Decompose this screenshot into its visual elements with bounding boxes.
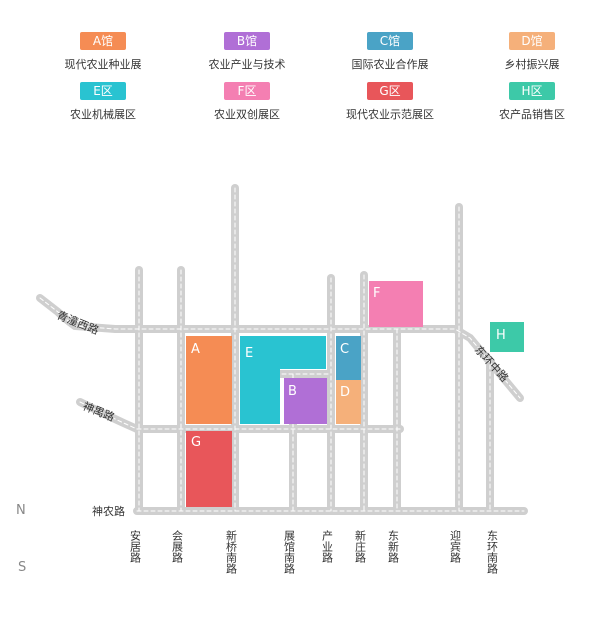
road-label-shenyu: 神禺路 xyxy=(81,399,117,424)
legend-badge-a: A馆 xyxy=(80,32,126,50)
legend-badge-f: F区 xyxy=(224,82,270,100)
legend-text-e: 农业机械展区 xyxy=(70,108,136,121)
road-label-shennong: 神农路 xyxy=(92,504,125,518)
legend-text-f: 农业双创展区 xyxy=(214,108,280,121)
zone-f[interactable]: F xyxy=(369,281,423,327)
zone-g-label: G xyxy=(191,435,201,450)
zone-d[interactable]: D xyxy=(336,380,361,424)
zone-e[interactable]: E xyxy=(240,336,326,424)
legend-badge-g: G区 xyxy=(367,82,413,100)
road-label-xinzhuang: 新庄路 xyxy=(354,529,367,564)
zone-c[interactable]: C xyxy=(336,336,361,380)
legend-item-g: G区 现代农业示范展区 xyxy=(330,80,450,122)
zone-b[interactable]: B xyxy=(284,378,327,424)
legend-text-a: 现代农业种业展 xyxy=(64,58,142,71)
legend-badge-c: C馆 xyxy=(367,32,413,50)
road-label-xinqiao-south: 新桥南路 xyxy=(225,529,238,575)
legend-text-g: 现代农业示范展区 xyxy=(346,108,434,121)
legend-text-c: 国际农业合作展 xyxy=(351,58,429,71)
zone-f-label: F xyxy=(373,286,380,301)
legend-text-h: 农产品销售区 xyxy=(499,108,565,121)
legend-badge-h: H区 xyxy=(509,82,555,100)
legend-badge-d: D馆 xyxy=(509,32,555,50)
legend-badge-b: B馆 xyxy=(224,32,270,50)
legend-item-a: A馆 现代农业种业展 xyxy=(43,30,163,72)
road-label-dongxin: 东新路 xyxy=(387,530,400,564)
zone-g[interactable]: G xyxy=(186,431,232,507)
road-label-yingbin: 迎宾路 xyxy=(449,530,462,564)
zone-a[interactable]: A xyxy=(186,336,232,424)
road-label-chanye: 产业路 xyxy=(321,529,334,564)
zone-e-label: E xyxy=(245,346,253,361)
zone-a-label: A xyxy=(191,342,200,357)
zone-b-label: B xyxy=(288,384,297,399)
legend-text-b: 农业产业与技术 xyxy=(208,58,286,71)
legend-badge-e: E区 xyxy=(80,82,126,100)
zone-d-label: D xyxy=(340,385,350,400)
road-network xyxy=(36,184,528,515)
legend-item-f: F区 农业双创展区 xyxy=(187,80,307,122)
zone-h[interactable]: H xyxy=(490,322,524,352)
road-label-donghuan-south: 东环南路 xyxy=(486,530,499,575)
legend-item-e: E区 农业机械展区 xyxy=(43,80,163,122)
legend-item-d: D馆 乡村振兴展 xyxy=(472,30,592,72)
legend-item-c: C馆 国际农业合作展 xyxy=(330,30,450,72)
road-label-anju: 安居路 xyxy=(129,529,142,564)
compass-north-label: N xyxy=(16,503,26,518)
road-label-zhanguan-south: 展馆南路 xyxy=(283,530,296,575)
zone-h-label: H xyxy=(496,328,506,343)
legend-text-d: 乡村振兴展 xyxy=(504,58,560,71)
legend-item-b: B馆 农业产业与技术 xyxy=(187,30,307,72)
road-label-qingtong-west: 青潼西路 xyxy=(55,308,101,337)
legend-item-h: H区 农产品销售区 xyxy=(472,80,592,122)
road-label-huizhan: 会展路 xyxy=(171,530,184,564)
compass-south-label: S xyxy=(18,560,26,575)
zone-c-label: C xyxy=(340,342,349,357)
